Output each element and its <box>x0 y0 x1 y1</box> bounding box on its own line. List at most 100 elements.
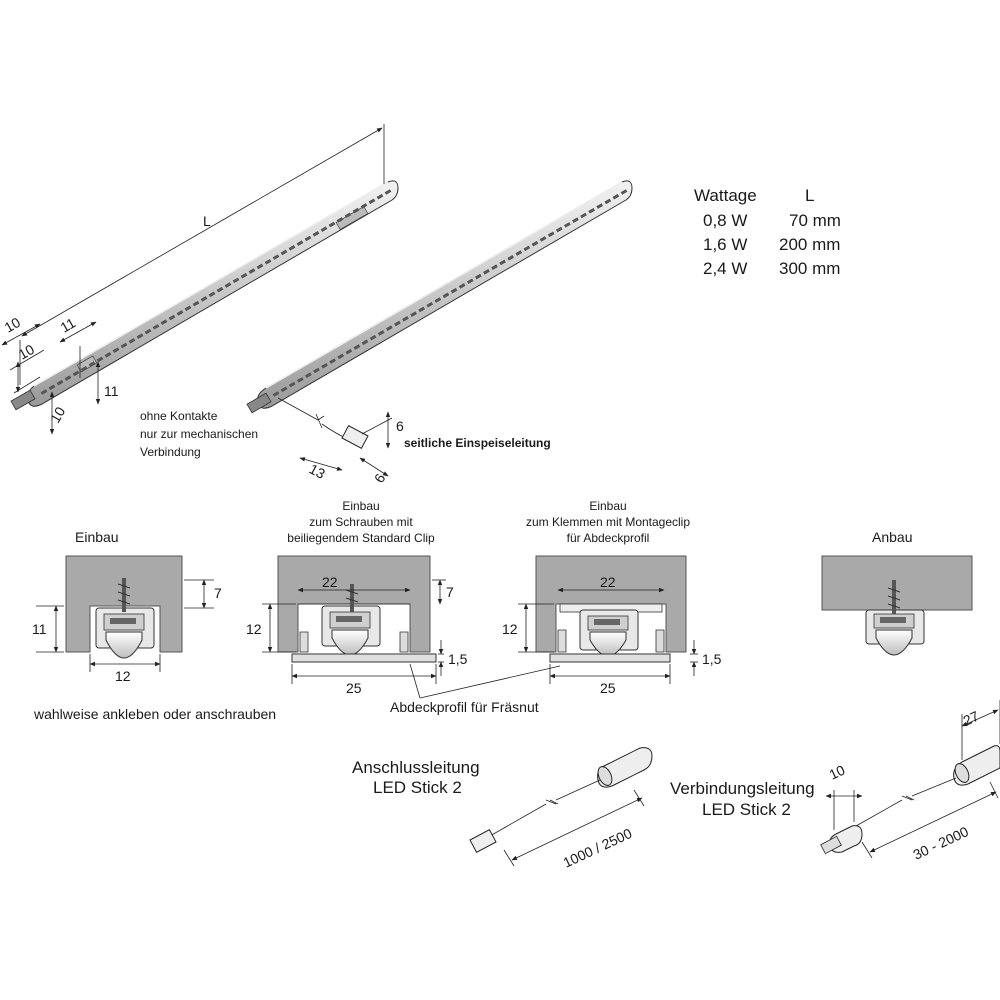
table-row3-watt: 2,4 W <box>703 259 747 278</box>
led-dot <box>523 245 531 252</box>
led-dot <box>604 198 612 205</box>
led-dot <box>458 283 466 289</box>
table-row3-len: 300 mm <box>779 259 840 278</box>
led-dot <box>296 377 304 383</box>
screw-dim-1-5: 1,5 <box>448 651 468 667</box>
clamp-dim-12: 12 <box>502 621 518 637</box>
led-dots-side <box>272 189 628 397</box>
dim-10-c: 10 <box>47 404 69 426</box>
verbindung-dim-10: 10 <box>827 762 848 783</box>
dim-6-b: 6 <box>371 471 389 486</box>
anschluss-line2: LED Stick 2 <box>373 778 462 797</box>
clamp-dim-22: 22 <box>600 574 616 590</box>
dim-6-a: 6 <box>396 418 404 434</box>
led-dot <box>353 344 361 350</box>
led-dot <box>434 297 442 303</box>
led-dot <box>313 367 320 374</box>
cable-anschluss: Anschlussleitung LED Stick 2 1000 / 2500 <box>352 747 653 871</box>
led-dot <box>96 356 104 363</box>
led-dot <box>426 301 434 308</box>
led-dot <box>402 316 409 322</box>
led-dot <box>80 365 88 372</box>
led-dot <box>531 240 539 247</box>
led-dot <box>418 306 426 313</box>
led-dot <box>288 381 296 388</box>
anschluss-line1: Anschlussleitung <box>352 758 480 777</box>
led-stick-top: L 10 10 11 11 10 ohne Kontakte nur zur m… <box>2 124 399 459</box>
note-line2: nur zur mechanischen <box>140 427 258 441</box>
led-dot <box>442 292 450 299</box>
led-dot <box>112 347 120 353</box>
led-dot <box>64 375 72 381</box>
screw-title-line2: zum Schrauben mit <box>309 515 413 529</box>
led-dot <box>369 334 377 341</box>
led-dot <box>384 189 392 195</box>
led-dot <box>588 207 595 214</box>
led-dot <box>547 231 555 238</box>
led-dot <box>580 212 587 219</box>
dim-length-L: L <box>203 213 211 229</box>
table-row2-len: 200 mm <box>779 235 840 254</box>
led-dot <box>620 189 628 195</box>
led-dot <box>56 379 64 386</box>
screw-dim-7: 7 <box>446 584 454 600</box>
verbindung-line2: LED Stick 2 <box>702 800 791 819</box>
verbindung-line1: Verbindungsleitung <box>670 779 815 798</box>
led-dot <box>499 259 506 266</box>
led-dot <box>450 287 458 294</box>
led-dot <box>564 222 571 228</box>
led-dot <box>337 353 345 360</box>
verbindung-length: 30 - 2000 <box>911 823 972 863</box>
clamp-title-line2: zum Klemmen mit Montageclip <box>526 515 690 529</box>
led-dot <box>48 384 56 391</box>
einbau-note: wahlweise ankleben oder anschrauben <box>33 706 276 722</box>
clamp-title-line3: für Abdeckprofil <box>567 531 650 545</box>
led-dot <box>466 278 474 285</box>
einbau-title: Einbau <box>75 529 119 545</box>
led-stick-side: 6 13 6 seitliche Einspeiseleitung <box>246 180 633 486</box>
led-dot <box>507 254 515 261</box>
section-einbau: Einbau 7 11 12 wahlweise ankleben oder a… <box>32 529 276 722</box>
dim-10-b: 10 <box>16 341 38 363</box>
dim-13: 13 <box>307 461 328 483</box>
screw-dim-22: 22 <box>322 574 338 590</box>
einbau-dim-7: 7 <box>214 585 222 601</box>
led-dot <box>572 217 579 223</box>
led-dot <box>120 342 128 349</box>
clamp-dim-25: 25 <box>600 680 616 696</box>
table-header-length: L <box>805 186 814 205</box>
screw-title-line1: Einbau <box>342 499 379 513</box>
cover-profile-label: Abdeckprofil für Fräsnut <box>390 699 539 715</box>
section-clamp: Einbau zum Klemmen mit Montageclip für A… <box>502 499 722 696</box>
note-line1: ohne Kontakte <box>140 409 218 423</box>
dim-11-a: 11 <box>58 314 79 335</box>
screw-dim-25: 25 <box>346 680 362 696</box>
led-dot <box>474 273 482 280</box>
cable-verbindung: Verbindungsleitung LED Stick 2 10 27 30 … <box>670 700 1000 863</box>
screw-dim-12: 12 <box>246 621 262 637</box>
led-dot <box>272 391 280 397</box>
led-dot <box>104 351 112 358</box>
led-dot <box>410 311 417 317</box>
led-dot <box>596 203 604 209</box>
led-dot <box>305 372 312 379</box>
clamp-title-line1: Einbau <box>589 499 626 513</box>
note-line3: Verbindung <box>140 445 201 459</box>
led-dot <box>394 320 401 327</box>
led-dot <box>88 361 96 367</box>
led-dot <box>329 358 336 364</box>
led-dot <box>483 269 490 275</box>
led-dot <box>539 236 547 242</box>
led-dot <box>515 250 523 256</box>
led-dot <box>345 348 353 355</box>
table-header-wattage: Wattage <box>694 186 757 205</box>
screw-title-line3: beiliegendem Standard Clip <box>287 531 435 545</box>
led-dot <box>40 389 48 395</box>
table-row1-watt: 0,8 W <box>703 211 747 230</box>
dim-10-a: 10 <box>2 314 24 336</box>
einbau-dim-11: 11 <box>32 621 47 637</box>
verbindung-dim-27: 27 <box>961 708 982 729</box>
led-dot <box>555 226 563 233</box>
clamp-dim-1-5: 1,5 <box>702 651 722 667</box>
